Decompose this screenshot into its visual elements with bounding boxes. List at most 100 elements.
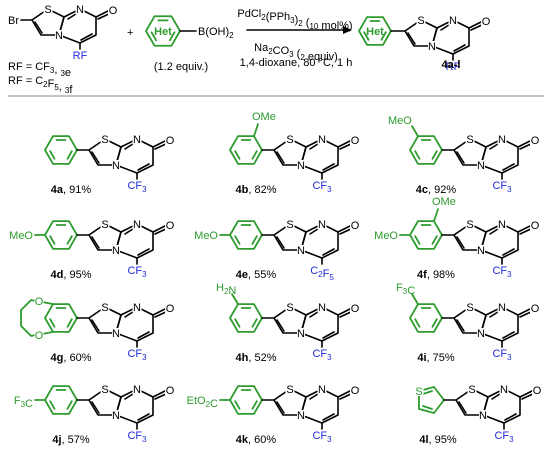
sulfur-atom: S <box>286 384 293 396</box>
separator: , <box>428 184 434 196</box>
nitrogen-atom: N <box>297 328 305 340</box>
text-part: S <box>101 384 108 396</box>
nitrogen-atom: N <box>76 4 84 16</box>
product-label: 4a-l <box>442 59 461 71</box>
text-part: 5 <box>329 273 334 282</box>
double-bond <box>502 331 515 339</box>
text-part: N <box>477 328 485 340</box>
text-part: CF <box>312 430 327 442</box>
het-label: Het <box>366 26 384 38</box>
label-mask <box>350 134 360 146</box>
text-part: N <box>318 302 326 314</box>
text-part: 3 <box>327 435 332 444</box>
nitrogen-atom: N <box>477 328 485 340</box>
oxygen-atom: O <box>166 220 175 232</box>
nitrogen-atom: N <box>318 384 326 396</box>
text-part: 2 <box>206 400 211 409</box>
double-bond <box>456 151 465 164</box>
aromatic-bond <box>150 31 158 42</box>
text-part: N <box>428 41 436 53</box>
rf-substituent: CF3 <box>312 348 332 362</box>
carbonyl-bond <box>517 224 533 233</box>
compound-id: 4e <box>236 269 248 281</box>
text-part: F <box>323 268 330 280</box>
het-ring <box>145 15 181 47</box>
text-part: C <box>25 398 33 410</box>
sulfur-atom: S <box>466 302 473 314</box>
substituent-bond <box>433 208 439 223</box>
aromatic-bond <box>49 235 56 245</box>
label-mask <box>112 328 120 338</box>
nitrogen-atom: N <box>297 245 305 257</box>
text-part: C <box>210 398 218 410</box>
double-bond <box>322 163 335 171</box>
oxygen-atom: O <box>351 303 360 315</box>
yield-value: 57% <box>68 434 90 446</box>
rf-substituent: CF3 <box>127 348 147 362</box>
nitrogen-atom: N <box>449 15 457 27</box>
label-mask <box>477 160 485 170</box>
label-mask <box>317 383 327 395</box>
label-mask <box>479 410 487 420</box>
separator: , <box>63 269 69 281</box>
aromatic-bond <box>431 150 438 160</box>
double-bond <box>407 32 416 45</box>
text-part: O <box>351 135 360 147</box>
nitrogen-atom: N <box>55 30 63 42</box>
text-part: N <box>498 302 506 314</box>
text-part: N <box>500 384 508 396</box>
variant-3f: RF = C2F5, 3f <box>8 75 73 96</box>
compound-id: 4j <box>52 434 61 446</box>
carbonyl-bond <box>152 307 168 316</box>
carbonyl-bond <box>519 389 535 398</box>
label-mask <box>100 218 110 230</box>
text-part: MeO <box>194 230 218 242</box>
label-mask <box>530 302 540 314</box>
nitrogen-atom: N <box>112 410 120 422</box>
compound-id: 4l <box>419 434 428 446</box>
text-part: S <box>468 384 475 396</box>
text-part: EtO <box>187 395 206 407</box>
text-part: S <box>286 219 293 231</box>
label-mask <box>497 301 507 313</box>
oxygen-atom: O <box>531 135 540 147</box>
text-part: ( <box>294 48 301 60</box>
aromatic-bond <box>422 405 433 410</box>
text-part: 2 <box>268 47 273 56</box>
oxygen-atom: O <box>166 303 175 315</box>
label-mask <box>132 218 142 230</box>
text-part: N <box>297 410 305 422</box>
substituent-bond <box>253 123 259 138</box>
text-part: O <box>482 16 491 28</box>
label-mask <box>132 301 142 313</box>
separator: , <box>429 434 435 446</box>
aromatic-bond <box>66 150 73 160</box>
text-part: N <box>479 410 487 422</box>
aromatic-bond <box>422 390 433 395</box>
text-part: RF <box>73 50 88 62</box>
text-part: S <box>466 219 473 231</box>
compound-label: 4a, 91% <box>51 184 92 196</box>
text-part: N <box>498 219 506 231</box>
text-part: O <box>166 303 175 315</box>
text-part: N <box>76 4 84 16</box>
double-bond <box>322 248 335 256</box>
nitrogen-atom: N <box>133 384 141 396</box>
aryl-ring <box>44 303 78 333</box>
label-mask <box>465 218 475 230</box>
sulfur-atom: S <box>417 15 424 27</box>
double-bond <box>322 331 335 339</box>
text-part: S <box>466 302 473 314</box>
label-mask <box>317 218 327 230</box>
text-part: N <box>297 245 305 257</box>
text-part: S <box>286 134 293 146</box>
text-part: CF <box>492 180 507 192</box>
aromatic-bond <box>431 318 438 328</box>
